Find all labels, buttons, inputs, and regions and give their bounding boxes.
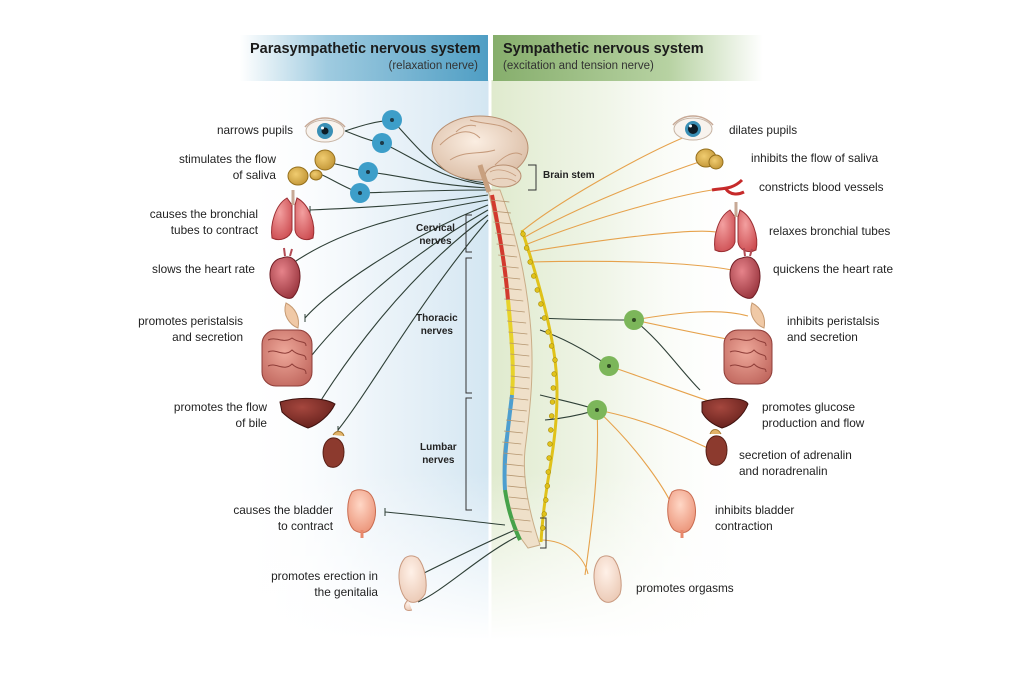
symp-effect-orgasms: promotes orgasms [636, 580, 734, 596]
lungs-icon-right [714, 202, 758, 253]
parasympathetic-subtitle: (relaxation nerve) [388, 60, 478, 72]
para-effect-bronchial-line-2: tubes to contract [170, 223, 258, 237]
para-effect-saliva-line-1: stimulates the flow [178, 152, 276, 166]
thoracic-line-2: nerves [420, 326, 453, 337]
nerve-group-brackets [465, 214, 547, 549]
symp-effect-pupils: dilates pupils [729, 122, 797, 138]
salivary-gland-icon-left [287, 149, 336, 186]
symp-effect-adrenalin: secretion of adrenalin and noradrenalin [739, 447, 852, 479]
para-effect-bladder-line-2: to contract [277, 519, 333, 533]
para-effect-peristalsis: promotes peristalsis and secretion [138, 313, 243, 345]
symp-effect-bladder: inhibits bladder contraction [715, 502, 794, 534]
thoracic-line-1: Thoracic [416, 313, 458, 324]
symp-effect-heart-line-1: quickens the heart rate [773, 262, 894, 276]
brain-and-spinal-cord [431, 115, 559, 549]
para-effect-bile-line-2: of bile [235, 416, 267, 430]
para-effect-pupils: narrows pupils [217, 122, 293, 138]
para-effect-bronchial: causes the bronchial tubes to contract [150, 206, 258, 238]
liver-icon-right [701, 397, 749, 429]
cervical-line-2: nerves [419, 236, 452, 247]
para-effect-genitalia: promotes erection in the genitalia [271, 568, 378, 600]
sympathetic-subtitle: (excitation and tension nerve) [503, 60, 654, 72]
para-effect-peristalsis-line-1: promotes peristalsis [138, 314, 243, 328]
genitalia-icon-right [593, 555, 622, 603]
bladder-icon-right [667, 489, 696, 538]
symp-effect-peristalsis-line-2: and secretion [787, 330, 858, 344]
intestines-icon-left [261, 302, 313, 387]
symp-effect-adrenalin-line-1: secretion of adrenalin [739, 448, 852, 462]
para-effect-saliva: stimulates the flow of saliva [179, 151, 276, 183]
symp-effect-glucose-line-2: production and flow [762, 416, 865, 430]
symp-effect-heart: quickens the heart rate [773, 261, 893, 277]
intestines-icon-right [723, 302, 773, 385]
lumbar-line-2: nerves [422, 455, 455, 466]
genitalia-icon-left [398, 555, 427, 611]
lungs-icon-left [271, 190, 315, 241]
adrenal-kidney-icon-right [705, 429, 728, 466]
parasympathetic-header: Parasympathetic nervous system (relaxati… [240, 35, 488, 81]
thoracic-nerves-label: Thoracic nerves [416, 312, 458, 338]
symp-effect-pupils-line-1: dilates pupils [729, 123, 798, 137]
adrenal-kidney-icon-left [322, 430, 345, 468]
para-effect-genitalia-line-1: promotes erection in [271, 569, 378, 583]
cervical-line-1: Cervical [416, 223, 455, 234]
symp-effect-saliva-line-1: inhibits the flow of saliva [751, 151, 879, 165]
symp-effect-saliva: inhibits the flow of saliva [751, 150, 878, 166]
para-effect-bladder: causes the bladder to contract [233, 502, 333, 534]
para-effect-bile-line-1: promotes the flow [173, 400, 267, 414]
symp-effect-bronchial: relaxes bronchial tubes [769, 223, 890, 239]
symp-effect-blood-vessels-line-1: constricts blood vessels [759, 180, 884, 194]
para-effect-heart: slows the heart rate [152, 261, 255, 277]
para-effect-bronchial-line-1: causes the bronchial [149, 207, 258, 221]
eye-icon-right [672, 115, 714, 141]
bladder-icon-left [347, 489, 376, 538]
blood-vessel-icon-right [711, 178, 745, 196]
para-effect-peristalsis-line-2: and secretion [172, 330, 243, 344]
sympathetic-title: Sympathetic nervous system [503, 41, 704, 57]
symp-effect-adrenalin-line-2: and noradrenalin [739, 464, 828, 478]
parasympathetic-title: Parasympathetic nervous system [250, 41, 481, 57]
para-effect-pupils-line-1: narrows pupils [216, 123, 293, 137]
liver-icon-left [279, 397, 336, 429]
eye-icon-left [304, 117, 346, 143]
symp-effect-peristalsis-line-1: inhibits peristalsis [787, 314, 880, 328]
sympathetic-header: Sympathetic nervous system (excitation a… [493, 35, 763, 81]
para-effect-genitalia-line-2: the genitalia [314, 585, 378, 599]
parasympathetic-ganglia [350, 110, 402, 203]
heart-icon-right [729, 247, 761, 299]
brain-stem-label: Brain stem [543, 170, 595, 181]
cervical-nerves-label: Cervical nerves [416, 222, 455, 248]
heart-icon-left [269, 247, 301, 299]
lumbar-nerves-label: Lumbar nerves [420, 441, 457, 467]
para-effect-bile: promotes the flow of bile [174, 399, 267, 431]
symp-effect-bladder-line-1: inhibits bladder [715, 503, 795, 517]
salivary-gland-icon-right [695, 148, 724, 170]
symp-effect-orgasms-line-1: promotes orgasms [636, 581, 734, 595]
symp-effect-peristalsis: inhibits peristalsis and secretion [787, 313, 879, 345]
para-effect-heart-line-1: slows the heart rate [152, 262, 255, 276]
symp-effect-blood-vessels: constricts blood vessels [759, 179, 884, 195]
symp-effect-bladder-line-2: contraction [715, 519, 773, 533]
lumbar-line-1: Lumbar [420, 442, 457, 453]
symp-effect-glucose: promotes glucose production and flow [762, 399, 864, 431]
para-effect-bladder-line-1: causes the bladder [233, 503, 333, 517]
para-effect-saliva-line-2: of saliva [232, 168, 276, 182]
symp-effect-bronchial-line-1: relaxes bronchial tubes [769, 224, 891, 238]
sympathetic-ganglia [587, 310, 644, 420]
sympathetic-nerves [520, 132, 749, 576]
symp-effect-glucose-line-1: promotes glucose [762, 400, 856, 414]
